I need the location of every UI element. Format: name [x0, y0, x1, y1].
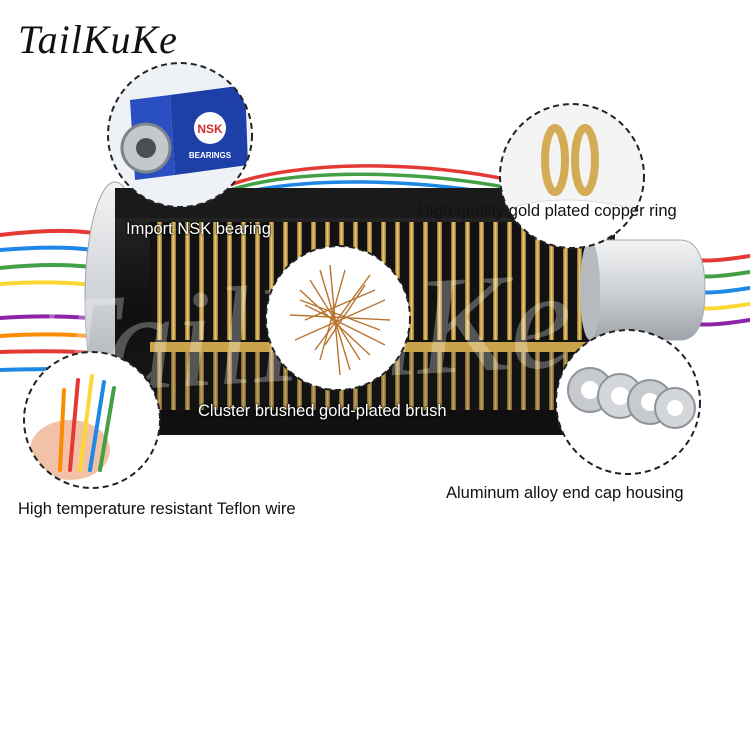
- callout-wire-circle: [23, 351, 161, 489]
- callout-bearing-label: Import NSK bearing: [126, 220, 271, 238]
- callout-endcap-circle: [555, 329, 701, 475]
- callout-endcap-label: Aluminum alloy end cap housing: [446, 484, 684, 502]
- svg-text:NSK: NSK: [197, 122, 223, 136]
- callout-brush-label: Cluster brushed gold-plated brush: [198, 402, 447, 420]
- brand-logo-text: TailKuKe: [18, 17, 178, 62]
- callout-ring-label: High quality gold plated copper ring: [418, 202, 677, 220]
- nsk-logo-icon: [194, 112, 226, 144]
- svg-text:BEARINGS: BEARINGS: [189, 151, 232, 160]
- callout-ring-circle: [499, 103, 645, 249]
- callout-brush-circle: [265, 245, 411, 391]
- aluminum-end-cap: [589, 239, 706, 341]
- product-photo: TailKuKe NSK BEARINGS: [0, 62, 750, 489]
- callout-wire-label: High temperature resistant Teflon wire: [18, 500, 296, 518]
- callout-bearing-circle: NSK BEARINGS: [107, 62, 253, 208]
